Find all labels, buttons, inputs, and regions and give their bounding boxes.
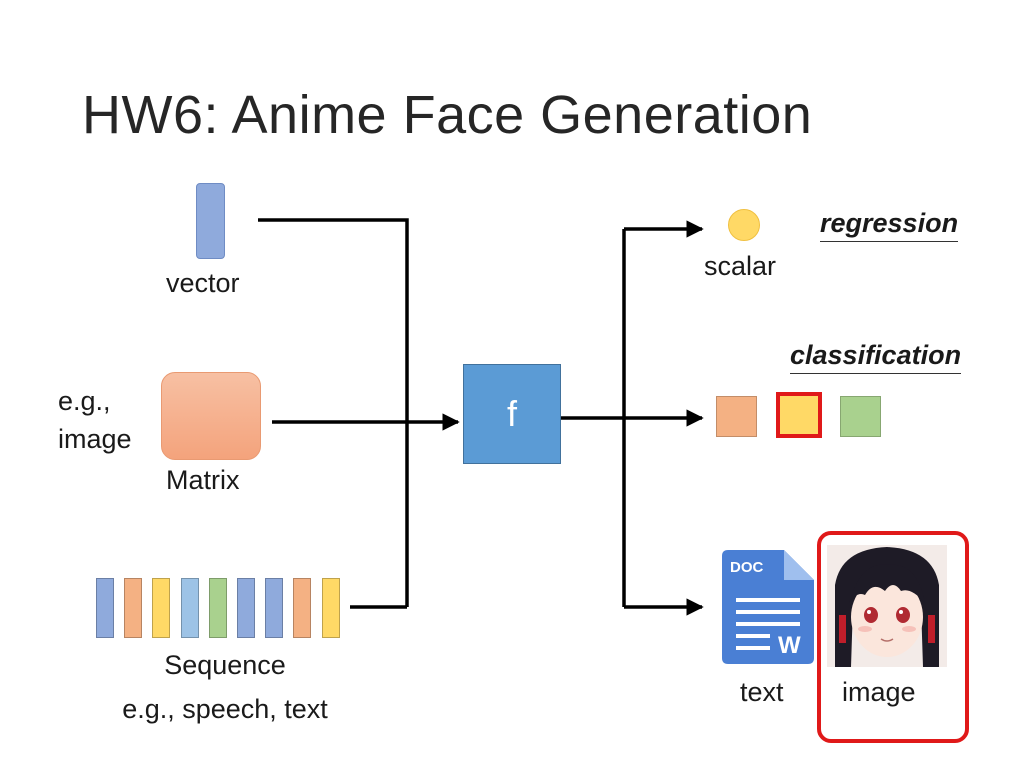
scalar-label: scalar — [704, 251, 777, 281]
sequence-bar — [96, 578, 114, 638]
slide-title: HW6: Anime Face Generation — [82, 85, 813, 145]
classification-title: classification — [790, 340, 962, 374]
vector-label: vector — [166, 268, 240, 298]
doc-icon-top-text: DOC — [730, 559, 764, 576]
class-square — [840, 396, 881, 437]
sequence-example: e.g., speech, text — [122, 694, 328, 724]
sequence-bar — [237, 578, 255, 638]
matrix-example-line-2: image — [58, 424, 132, 454]
class-square-selected — [776, 392, 822, 438]
regression-title: regression — [820, 208, 959, 242]
matrix-shape — [161, 372, 261, 460]
doc-icon: DOC W — [722, 550, 814, 664]
sequence-bar — [208, 578, 227, 638]
matrix-example-line-1: e.g., — [58, 386, 111, 416]
class-square — [716, 396, 757, 437]
sequence-label: Sequence — [164, 650, 286, 680]
sequence-bar — [265, 578, 284, 638]
vector-shape — [196, 183, 225, 259]
function-box: f — [463, 364, 561, 464]
sequence-bar — [321, 578, 340, 638]
sequence-bar — [124, 578, 143, 638]
vector-line — [258, 218, 409, 607]
sequence-bar — [180, 578, 199, 638]
function-label: f — [506, 393, 517, 434]
image-output-label: image — [842, 677, 916, 707]
sequence-bar — [293, 578, 312, 638]
matrix-label: Matrix — [166, 465, 240, 495]
doc-icon-letter: W — [778, 632, 801, 659]
scalar-circle — [728, 209, 760, 241]
sequence-bar — [152, 578, 171, 638]
text-output-label: text — [740, 677, 784, 707]
anime-face-image — [827, 545, 947, 667]
image-highlight-box — [817, 531, 969, 743]
